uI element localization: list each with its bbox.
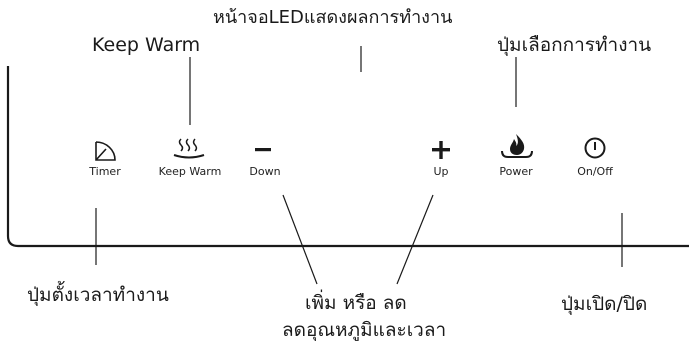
panel-outline (6, 66, 689, 248)
up-label: Up (433, 165, 449, 178)
mode-select-callout: ปุ่มเลือกการทำงาน (497, 34, 652, 56)
down-label: Down (249, 165, 281, 178)
on-off-label: On/Off (577, 165, 613, 178)
keep-warm-label: Keep Warm (158, 165, 222, 178)
up-leader-line (396, 194, 434, 285)
flame-icon (501, 134, 533, 158)
timer-icon (95, 141, 116, 161)
down-leader-line (282, 194, 318, 285)
timer-callout: ปุ่มตั้งเวลาทำงาน (27, 284, 169, 306)
led-display-callout: หน้าจอLEDแสดงผลการทำงาน (213, 7, 453, 28)
on-off-callout: ปุ่มเปิด/ปิด (561, 293, 648, 315)
timer-label: Timer (89, 165, 121, 178)
plus-icon (432, 141, 450, 159)
keep-warm-callout: Keep Warm (92, 34, 201, 56)
adjust-callout-line2: ลดอุณหภูมิและเวลา (282, 319, 447, 341)
power-icon (584, 137, 606, 159)
adjust-callout-line1: เพิ่ม หรือ ลด (305, 292, 407, 314)
steam-icon (173, 138, 205, 159)
power-label: Power (499, 165, 533, 178)
minus-icon (255, 148, 271, 152)
